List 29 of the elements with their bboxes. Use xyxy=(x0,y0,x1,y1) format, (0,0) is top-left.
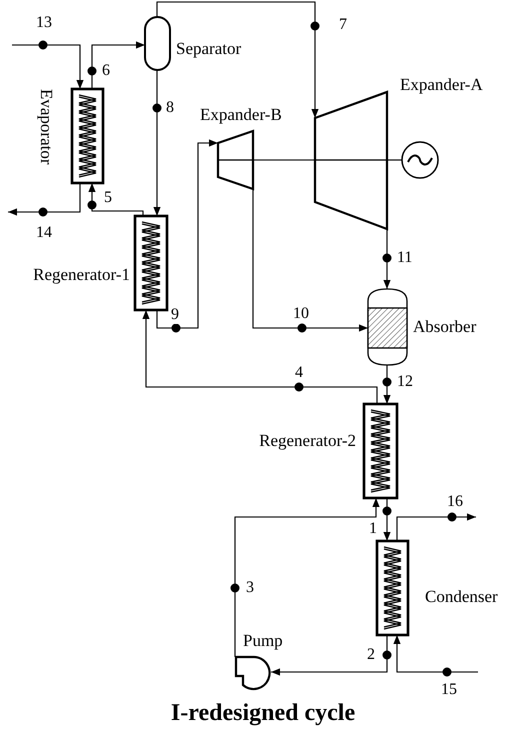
flow-arrow xyxy=(91,41,145,89)
equipment-label: Condenser xyxy=(425,586,498,608)
shaft-line xyxy=(387,159,402,161)
flow-arrow xyxy=(88,183,144,216)
flow-arrow xyxy=(8,183,81,216)
equipment-label: Expander-B xyxy=(200,104,282,126)
equipment-label: Evaporator xyxy=(36,89,57,165)
flow-arrow xyxy=(156,139,218,329)
flow-arrow xyxy=(393,635,478,673)
equipment-label: Pump xyxy=(243,630,283,652)
flow-arrow xyxy=(383,498,391,541)
flow-arrow xyxy=(153,70,161,216)
diagram-caption: I-redesigned cycle xyxy=(170,700,356,726)
state-point-label: 9 xyxy=(170,306,180,324)
flow-arrow xyxy=(234,498,380,657)
equipment-label: Separator xyxy=(176,38,242,60)
equipment-label: Regenerator-2 xyxy=(258,430,356,452)
flow-arrow xyxy=(383,229,391,289)
flow-arrow xyxy=(271,635,388,676)
equipment-label: Regenerator-1 xyxy=(32,264,130,286)
flow-arrow xyxy=(12,44,84,89)
flow-arrow xyxy=(142,310,378,404)
flow-arrow xyxy=(252,189,368,332)
shaft-line xyxy=(253,159,315,161)
flow-arrow xyxy=(156,1,319,118)
flow-arrow xyxy=(396,513,476,541)
flow-arrow xyxy=(383,365,391,404)
equipment-label: Absorber xyxy=(413,316,476,338)
equipment-label: Expander-A xyxy=(400,74,483,96)
